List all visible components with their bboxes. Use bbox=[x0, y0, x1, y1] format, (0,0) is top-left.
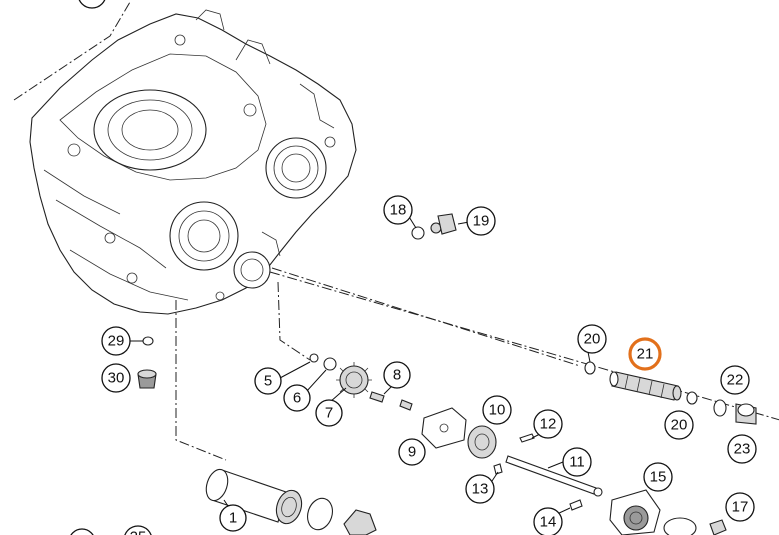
part-pin-13 bbox=[493, 463, 503, 475]
part-oring-large bbox=[307, 497, 333, 531]
callout-20-top[interactable]: 20 bbox=[577, 324, 607, 354]
callout-7[interactable]: 7 bbox=[315, 399, 343, 427]
svg-text:8: 8 bbox=[393, 367, 401, 384]
assembly-lines bbox=[13, 1, 779, 461]
callout-partial-top bbox=[78, 0, 106, 9]
part-rotor-10 bbox=[467, 425, 497, 459]
callout-5[interactable]: 5 bbox=[254, 367, 282, 395]
svg-text:6: 6 bbox=[293, 390, 301, 407]
part-bottom-cover bbox=[343, 509, 377, 535]
part-washer-6 bbox=[323, 357, 337, 371]
part-screw-17 bbox=[709, 519, 727, 535]
svg-text:13: 13 bbox=[472, 481, 489, 498]
callout-21[interactable]: 21 bbox=[628, 337, 662, 371]
part-pin-14 bbox=[569, 499, 583, 511]
svg-text:29: 29 bbox=[108, 333, 125, 350]
part-oring-16 bbox=[663, 517, 697, 535]
svg-text:21: 21 bbox=[637, 346, 654, 363]
part-plate-9 bbox=[421, 407, 467, 449]
part-pin-12 bbox=[519, 433, 535, 443]
svg-text:11: 11 bbox=[569, 454, 585, 471]
callouts: 1 5 6 7 8 9 10 11 12 13 14 15 17 18 19 2… bbox=[70, 0, 757, 535]
part-ring-5 bbox=[309, 353, 319, 363]
callout-12[interactable]: 12 bbox=[533, 409, 563, 439]
part-plug-19 bbox=[430, 213, 457, 235]
callout-11[interactable]: 11 bbox=[562, 447, 592, 477]
part-gear-7 bbox=[336, 362, 372, 398]
svg-text:7: 7 bbox=[325, 405, 333, 422]
svg-text:15: 15 bbox=[650, 469, 667, 486]
callout-22[interactable]: 22 bbox=[720, 365, 750, 395]
callout-20-right[interactable]: 20 bbox=[664, 410, 694, 440]
part-plug-23 bbox=[735, 403, 757, 425]
callout-19[interactable]: 19 bbox=[466, 206, 496, 236]
svg-text:30: 30 bbox=[108, 370, 125, 387]
svg-text:19: 19 bbox=[473, 213, 490, 230]
svg-text:23: 23 bbox=[734, 441, 751, 458]
part-pump-housing-15 bbox=[609, 489, 661, 535]
svg-text:10: 10 bbox=[489, 402, 506, 419]
svg-text:18: 18 bbox=[390, 202, 407, 219]
callout-15[interactable]: 15 bbox=[643, 462, 673, 492]
svg-text:25: 25 bbox=[130, 529, 147, 535]
engine-crankcase bbox=[29, 9, 357, 315]
part-shaft-21 bbox=[609, 371, 682, 401]
callout-1[interactable]: 1 bbox=[219, 504, 247, 532]
svg-text:5: 5 bbox=[264, 373, 272, 390]
svg-text:9: 9 bbox=[408, 444, 416, 461]
callout-9[interactable]: 9 bbox=[398, 438, 426, 466]
part-plug-30 bbox=[137, 369, 157, 389]
part-ring-29 bbox=[142, 336, 154, 346]
part-pins-8 bbox=[369, 391, 413, 411]
callout-partial-left bbox=[70, 528, 94, 535]
part-ring-20b bbox=[686, 391, 698, 405]
callout-29[interactable]: 29 bbox=[101, 326, 131, 356]
part-filter-cylinder bbox=[205, 468, 303, 525]
part-ring-18 bbox=[411, 226, 425, 240]
svg-text:20: 20 bbox=[671, 417, 688, 434]
callout-10[interactable]: 10 bbox=[482, 395, 512, 425]
svg-text:14: 14 bbox=[540, 514, 557, 531]
callout-23[interactable]: 23 bbox=[727, 434, 757, 464]
callout-14[interactable]: 14 bbox=[533, 507, 563, 535]
svg-text:20: 20 bbox=[584, 331, 601, 348]
callout-25[interactable]: 25 bbox=[124, 525, 152, 535]
part-shaft-11 bbox=[505, 455, 603, 497]
svg-text:1: 1 bbox=[229, 510, 237, 527]
callout-30[interactable]: 30 bbox=[101, 363, 131, 393]
svg-text:17: 17 bbox=[732, 499, 749, 516]
callout-8[interactable]: 8 bbox=[383, 361, 411, 389]
part-ring-20a bbox=[584, 361, 596, 375]
callout-6[interactable]: 6 bbox=[283, 384, 311, 412]
callout-18[interactable]: 18 bbox=[383, 195, 413, 225]
svg-text:22: 22 bbox=[727, 372, 744, 389]
callout-13[interactable]: 13 bbox=[465, 474, 495, 504]
svg-text:12: 12 bbox=[540, 416, 557, 433]
part-ring-22 bbox=[713, 399, 727, 417]
callout-17[interactable]: 17 bbox=[725, 492, 755, 522]
